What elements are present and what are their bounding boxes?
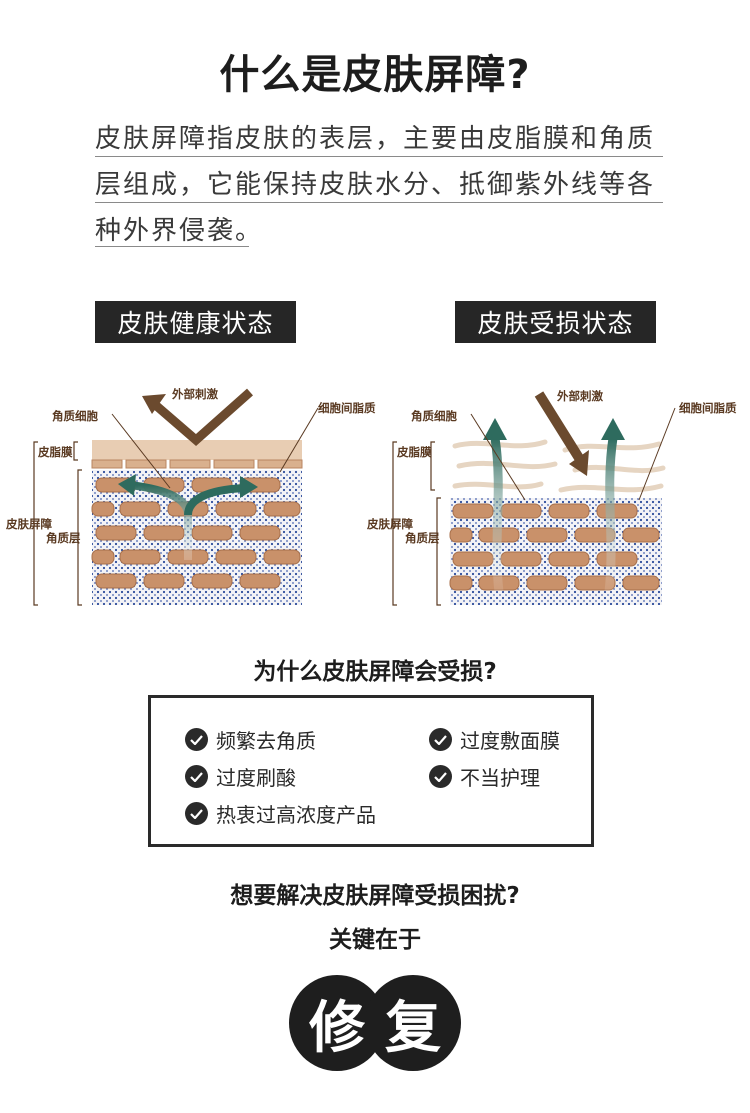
damaged-lipid-label: 细胞间脂质 bbox=[679, 401, 737, 415]
healthy-lipid-label: 细胞间脂质 bbox=[318, 401, 376, 415]
damaged-cell-label: 角质细胞 bbox=[411, 409, 457, 423]
damaged-state-label: 皮肤受损状态 bbox=[455, 301, 656, 343]
healthy-state-label: 皮肤健康状态 bbox=[95, 301, 296, 343]
solution-key: 关键在于 bbox=[329, 927, 421, 953]
reason-item: 过度敷面膜 bbox=[429, 725, 560, 754]
check-icon bbox=[429, 765, 452, 788]
healthy-cell-label: 角质细胞 bbox=[52, 409, 98, 423]
why-title: 为什么皮肤屏障会受损? bbox=[253, 659, 497, 685]
check-icon bbox=[429, 728, 452, 751]
healthy-stratum-label: 角质层 bbox=[46, 531, 81, 545]
intro-rule-2 bbox=[95, 202, 663, 203]
reason-item: 热衷过高浓度产品 bbox=[185, 799, 376, 828]
check-icon bbox=[185, 802, 208, 825]
damaged-barrier-label: 皮肤屏障 bbox=[367, 517, 413, 531]
solution-question: 想要解决皮肤屏障受损困扰? bbox=[230, 883, 520, 909]
intro-line-2: 层组成，它能保持皮肤水分、抵御紫外线等各 bbox=[95, 170, 656, 200]
damaged-sebum-label: 皮脂膜 bbox=[397, 445, 432, 459]
reason-text: 热衷过高浓度产品 bbox=[216, 803, 376, 827]
check-icon bbox=[185, 765, 208, 788]
repair-char-circle-2: 复 bbox=[365, 975, 461, 1071]
healthy-barrier-label: 皮肤屏障 bbox=[6, 517, 52, 531]
page-title: 什么是皮肤屏障? bbox=[219, 52, 531, 98]
reason-item: 不当护理 bbox=[429, 762, 540, 791]
reason-item: 频繁去角质 bbox=[185, 725, 316, 754]
intro-line-1: 皮肤屏障指皮肤的表层，主要由皮脂膜和角质 bbox=[95, 124, 656, 154]
damaged-stimulus-label: 外部刺激 bbox=[557, 389, 603, 403]
intro-line-3: 种外界侵袭。 bbox=[95, 216, 264, 246]
healthy-stimulus-label: 外部刺激 bbox=[172, 387, 218, 401]
reason-text: 频繁去角质 bbox=[216, 729, 316, 753]
healthy-skin-illustration bbox=[33, 388, 319, 606]
healthy-skin-diagram: 外部刺激 角质细胞 细胞间脂质 皮脂膜 皮肤屏障 角质层 bbox=[0, 380, 376, 610]
damaged-stratum-label: 角质层 bbox=[405, 531, 440, 545]
check-icon bbox=[185, 728, 208, 751]
healthy-sebum-label: 皮脂膜 bbox=[38, 445, 73, 459]
reason-text: 过度刷酸 bbox=[216, 766, 296, 790]
reason-box: 频繁去角质 过度敷面膜 过度刷酸 不当护理 热衷过高浓度产品 bbox=[148, 695, 594, 847]
reason-text: 不当护理 bbox=[460, 766, 540, 790]
damaged-skin-diagram: 外部刺激 角质细胞 细胞间脂质 皮脂膜 皮肤屏障 角质层 bbox=[367, 380, 750, 610]
intro-rule-1 bbox=[95, 156, 663, 157]
reason-item: 过度刷酸 bbox=[185, 762, 296, 791]
reason-text: 过度敷面膜 bbox=[460, 729, 560, 753]
damaged-skin-illustration bbox=[392, 391, 676, 606]
intro-rule-3 bbox=[95, 246, 249, 247]
